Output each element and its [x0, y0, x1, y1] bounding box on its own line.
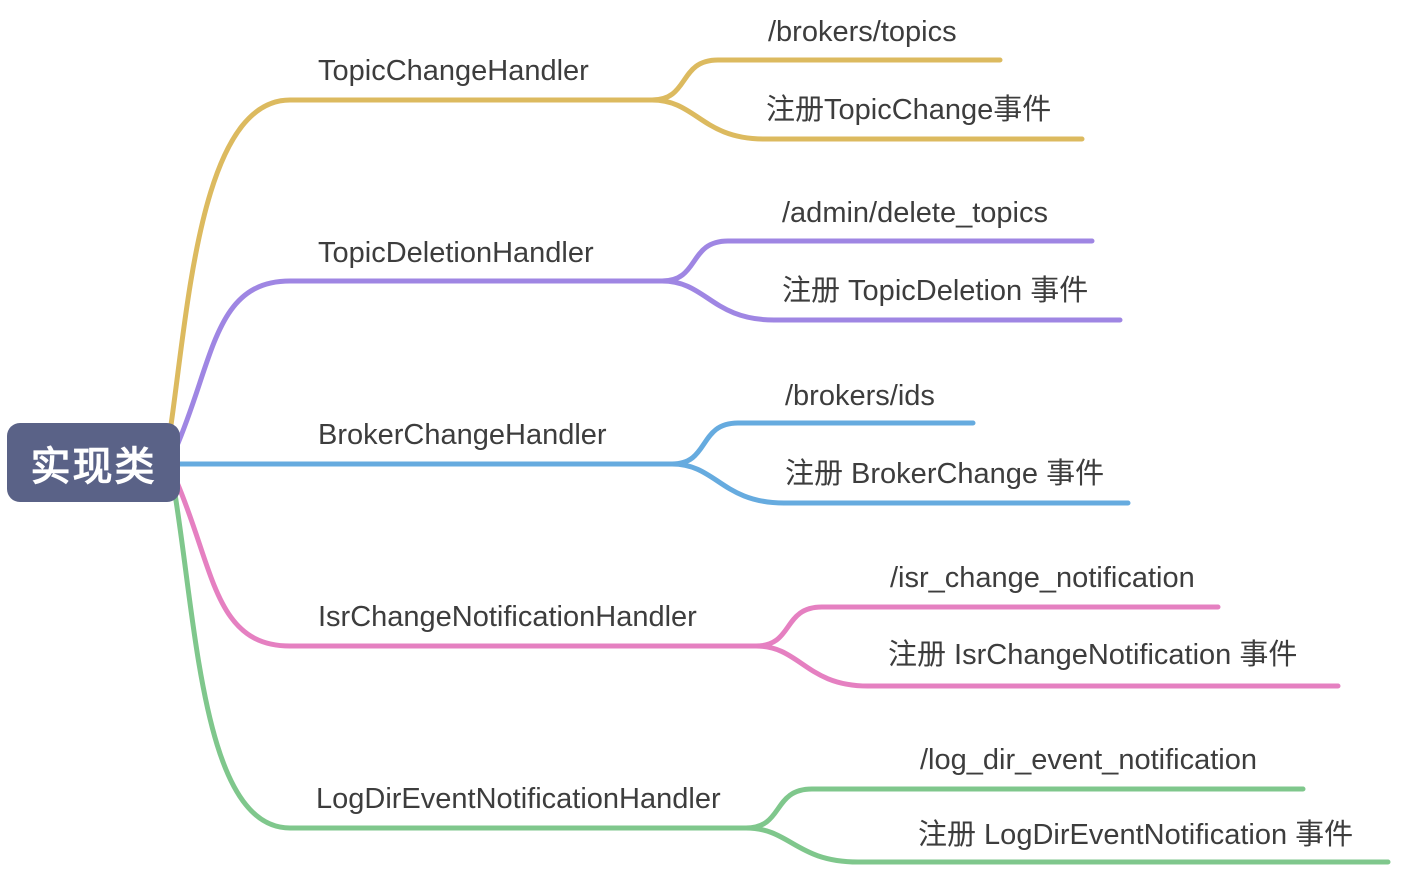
branch-node-topicdeletionhandler[interactable]: TopicDeletionHandler	[318, 237, 594, 269]
child-node-register-topicdeletion-event[interactable]: 注册 TopicDeletion 事件	[782, 275, 1089, 307]
child-node-brokers-topics[interactable]: /brokers/topics	[768, 16, 957, 48]
branch-node-isrchangenotificationhandler[interactable]: IsrChangeNotificationHandler	[318, 601, 697, 633]
root-node[interactable]: 实现类	[7, 423, 180, 502]
child-node-admin-delete-topics[interactable]: /admin/delete_topics	[782, 197, 1048, 229]
branch-node-brokerchangehandler[interactable]: BrokerChangeHandler	[318, 419, 607, 451]
child-node-register-isrchangenotification-event[interactable]: 注册 IsrChangeNotification 事件	[888, 639, 1298, 671]
branch-line-isr-change	[173, 477, 759, 649]
branch-node-topicchangehandler[interactable]: TopicChangeHandler	[318, 55, 589, 87]
child-node-log-dir-event-notification[interactable]: /log_dir_event_notification	[920, 744, 1257, 776]
child-node-register-logdireventnotification-event[interactable]: 注册 LogDirEventNotification 事件	[918, 819, 1354, 851]
child-line-logdireventnotification-event	[743, 825, 1391, 865]
branch-line-logdir-event	[169, 473, 749, 831]
child-line-isr-change-notification	[753, 604, 1221, 649]
branch-node-logdireventnotificationhandler[interactable]: LogDirEventNotificationHandler	[316, 783, 721, 815]
root-node-label: 实现类	[30, 444, 157, 489]
child-line-brokerchange-event	[669, 461, 1131, 506]
child-line-admin-delete-topics	[659, 238, 1095, 284]
child-node-register-topicchange-event[interactable]: 注册TopicChange事件	[766, 94, 1052, 126]
child-node-brokers-ids[interactable]: /brokers/ids	[785, 380, 935, 412]
child-line-topicchange-event	[649, 97, 1085, 142]
child-line-brokers-ids	[669, 420, 976, 467]
child-node-isr-change-notification[interactable]: /isr_change_notification	[890, 562, 1195, 594]
child-node-register-brokerchange-event[interactable]: 注册 BrokerChange 事件	[785, 458, 1105, 490]
child-line-topicdeletion-event	[659, 278, 1123, 323]
branch-line-topic-change	[167, 97, 655, 435]
child-line-log-dir-event-notification	[743, 786, 1306, 831]
child-line-brokers-topics	[649, 57, 1003, 103]
child-line-isrchangenotification-event	[753, 643, 1341, 689]
branch-line-topic-deletion	[173, 278, 665, 451]
